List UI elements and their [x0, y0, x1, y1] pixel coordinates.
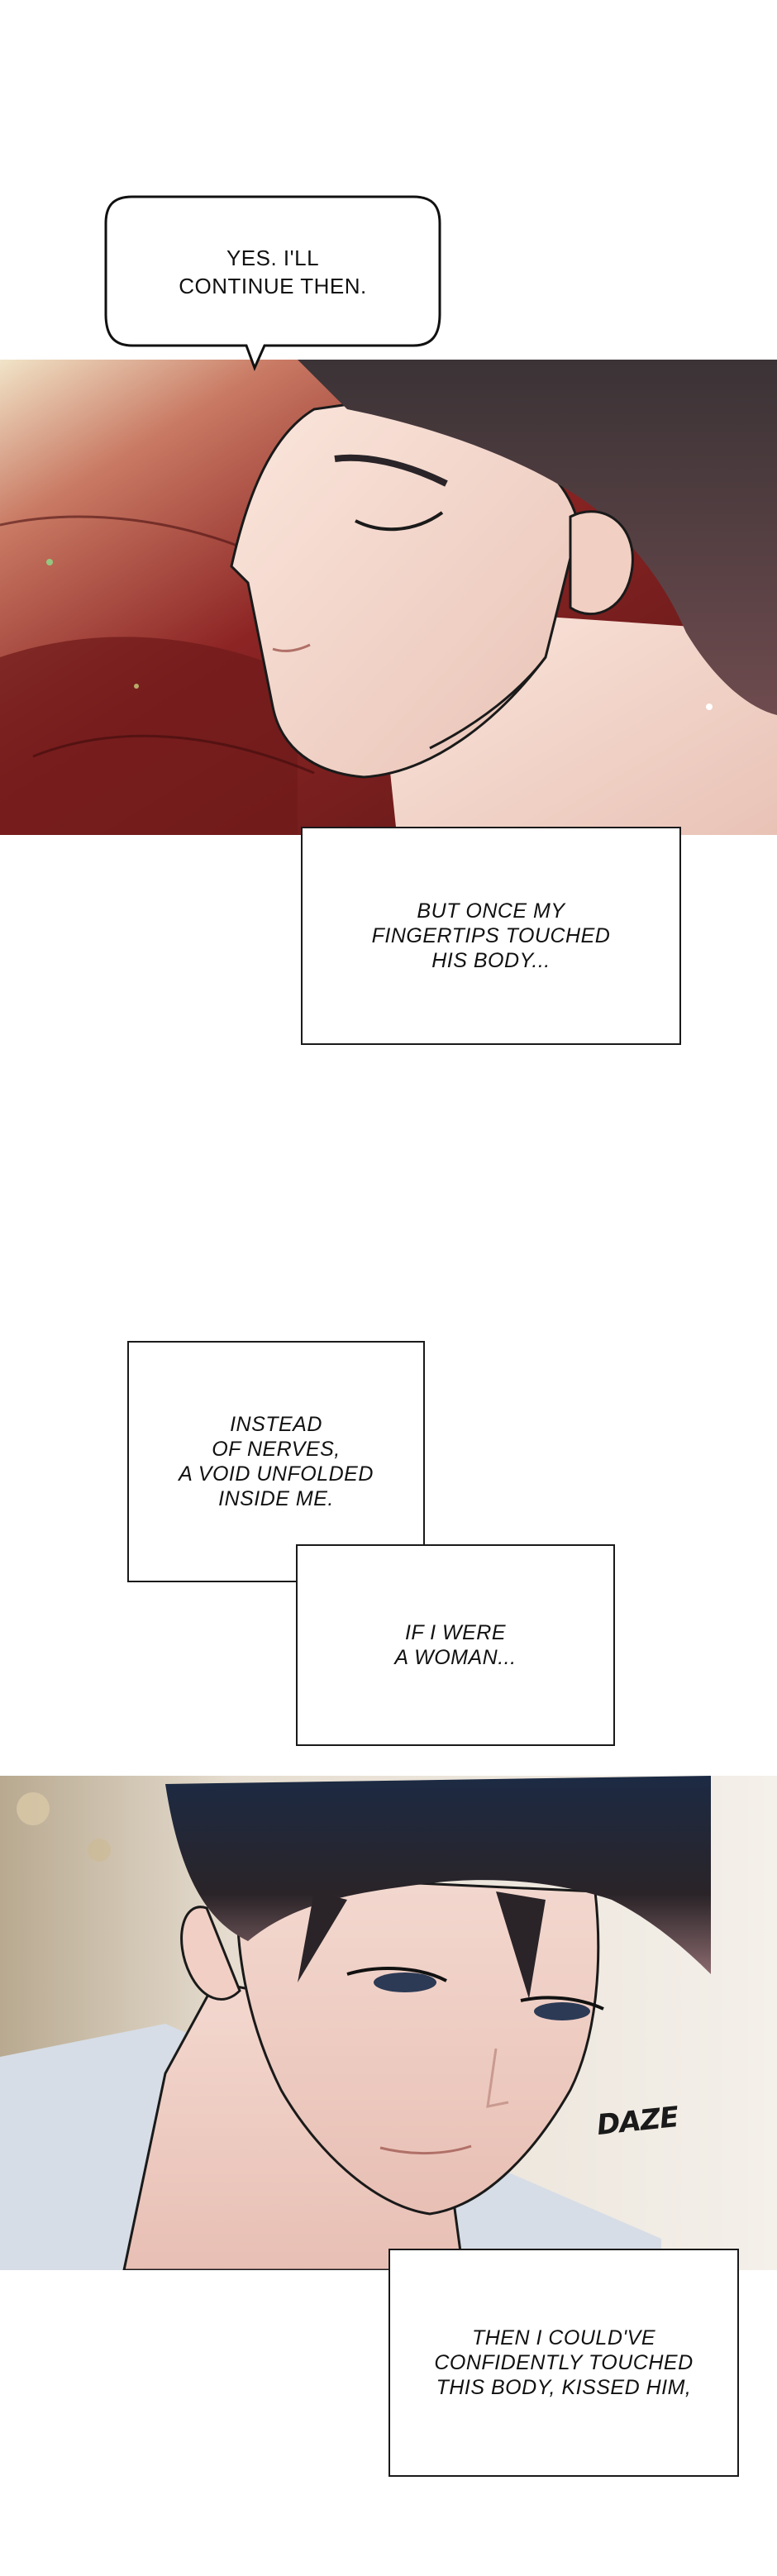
speech-bubble-text: YES. I'LL CONTINUE THEN.	[179, 246, 367, 298]
caption-text-kissed: THEN I COULD'VE CONFIDENTLY TOUCHED THIS…	[434, 2326, 694, 2399]
speech-bubble	[104, 195, 441, 371]
caption-text-woman: IF I WERE A WOMAN...	[394, 1621, 517, 1669]
panel-sleeping-man	[0, 360, 777, 835]
caption-text-fingertips: BUT ONCE MY FINGERTIPS TOUCHED HIS BODY.…	[371, 899, 611, 972]
caption-text-void: INSTEAD OF NERVES, A VOID UNFOLDED INSID…	[179, 1413, 374, 1510]
caption-box-woman: IF I WERE A WOMAN...	[296, 1544, 615, 1746]
sleeping-man-illustration	[0, 360, 777, 835]
caption-box-fingertips: BUT ONCE MY FINGERTIPS TOUCHED HIS BODY.…	[301, 827, 681, 1045]
caption-box-kissed: THEN I COULD'VE CONFIDENTLY TOUCHED THIS…	[388, 2249, 739, 2477]
caption-box-void: INSTEAD OF NERVES, A VOID UNFOLDED INSID…	[127, 1341, 425, 1582]
man-looking-down-illustration	[0, 1776, 777, 2270]
panel-man-looking-down: DAZE	[0, 1776, 777, 2270]
